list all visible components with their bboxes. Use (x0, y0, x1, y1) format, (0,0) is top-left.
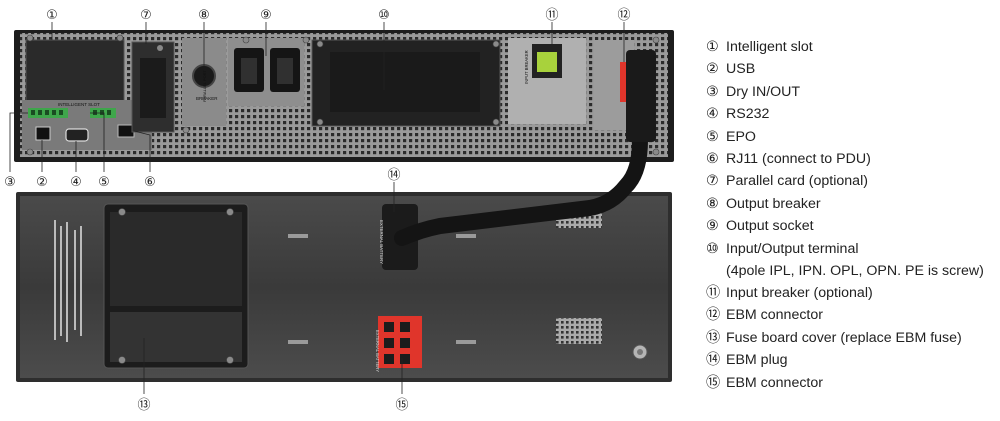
callout-2: ② (36, 174, 48, 189)
legend-sublabel: (4pole IPL, IPN. OPL, OPN. PE is screw) (726, 263, 984, 280)
input-breaker-label: INPUT BREAKER (524, 50, 529, 84)
legend-number: ⑧ (706, 195, 719, 212)
legend-number: ③ (706, 83, 719, 100)
legend-item: ④ RS232 (706, 103, 996, 125)
intelligent-slot-label: INTELLIGENT SLOT (58, 102, 100, 107)
legend-label: Intelligent slot (726, 39, 813, 55)
ebm-cable (394, 62, 648, 246)
callout-14: ⑭ (387, 167, 400, 182)
callout-1: ① (46, 7, 58, 22)
legend-number: ⑩ (706, 240, 719, 257)
ups-unit: INTELLIGENT SLOT BREAKER PARALLEL PORT (14, 30, 674, 162)
ebm-connector-label: EXTERNAL BATTERY (375, 330, 380, 372)
usb-port (35, 126, 51, 141)
legend-number: ⑤ (706, 128, 719, 145)
legend-number: ⑨ (706, 218, 719, 235)
legend-label: Input breaker (optional) (726, 285, 873, 302)
legend-item: ⑤ EPO (706, 126, 996, 148)
callout-8: ⑧ (198, 7, 210, 22)
callout-4: ④ (70, 174, 82, 189)
legend-number: ⑥ (706, 151, 719, 168)
callout-9: ⑨ (260, 7, 272, 22)
callout-6: ⑥ (144, 174, 156, 189)
legend-item: ⑧ Output breaker (706, 193, 996, 215)
legend-label: Output breaker (726, 195, 821, 212)
callout-numbers: ① ⑦ ⑧ ⑨ ⑩ ⑪ ⑫ ③ ② ④ ⑤ ⑥ ⑭ ⑬ ⑮ (4, 7, 630, 412)
callout-15: ⑮ (395, 397, 408, 412)
legend-number: ⑪ (706, 285, 721, 302)
legend-item: ⑭ EBM plug (706, 349, 996, 371)
legend-label: Fuse board cover (replace EBM fuse) (726, 329, 962, 346)
legend-label: EPO (726, 128, 756, 145)
legend-number: ⑦ (706, 173, 719, 190)
legend-number: ⑭ (706, 352, 721, 369)
legend-label: Dry IN/OUT (726, 83, 801, 100)
legend-label: Parallel card (optional) (726, 173, 868, 190)
legend-label: EBM connector (726, 374, 823, 391)
legend-number: ④ (706, 106, 719, 123)
callout-12: ⑫ (617, 7, 630, 22)
callout-3: ③ (4, 174, 16, 189)
legend-number: ① (706, 39, 719, 55)
callout-11: ⑪ (545, 7, 558, 22)
legend-item: ② USB (706, 58, 996, 80)
parallel-port-label: PARALLEL PORT (202, 70, 207, 102)
legend-label: RS232 (726, 106, 770, 123)
intelligent-slot (25, 39, 125, 103)
legend-item: ⑪ Input breaker (optional) (706, 282, 996, 304)
callout-5: ⑤ (98, 174, 110, 189)
legend-item: ⑬ Fuse board cover (replace EBM fuse) (706, 327, 996, 349)
legend-label: EBM plug (726, 352, 788, 369)
legend-item: ⑦ Parallel card (optional) (706, 170, 996, 192)
legend-number: ⑬ (706, 329, 721, 346)
ups-rear-diagram: INTELLIGENT SLOT BREAKER PARALLEL PORT (4, 7, 674, 412)
legend-item: ③ Dry IN/OUT (706, 81, 996, 103)
legend-label: Input/Output terminal (726, 240, 859, 257)
legend-item: ⑥ RJ11 (connect to PDU) (706, 148, 996, 170)
legend-item: ⑨ Output socket (706, 215, 996, 237)
legend-item: ⑮ EBM connector (706, 372, 996, 394)
legend-number: ⑮ (706, 374, 721, 391)
callout-10: ⑩ (378, 7, 390, 22)
legend-item: ⑩ Input/Output terminal (706, 238, 996, 260)
legend-label: EBM connector (726, 307, 823, 324)
ebm-plug-label: EXTERNAL BATTERY (379, 220, 384, 264)
legend-label: RJ11 (connect to PDU) (726, 151, 871, 168)
ebm-unit: EXTERNAL BATTERY EXTERNAL BATTERY (16, 192, 672, 382)
legend-label: USB (726, 61, 756, 78)
callout-7: ⑦ (140, 7, 152, 22)
legend-item: ① Intelligent slot (706, 36, 996, 58)
rs232-port (65, 128, 89, 142)
legend-label: Output socket (726, 218, 814, 235)
output-breaker-label: BREAKER (196, 96, 218, 101)
callout-leaders (9, 22, 625, 394)
legend-number: ⑫ (706, 307, 721, 324)
callout-13: ⑬ (137, 397, 150, 412)
legend-item: ⑫ EBM connector (706, 304, 996, 326)
ebm-vent-bottom (556, 318, 602, 344)
ebm-cable-strain-relief (626, 50, 656, 142)
legend-number: ② (706, 61, 719, 78)
